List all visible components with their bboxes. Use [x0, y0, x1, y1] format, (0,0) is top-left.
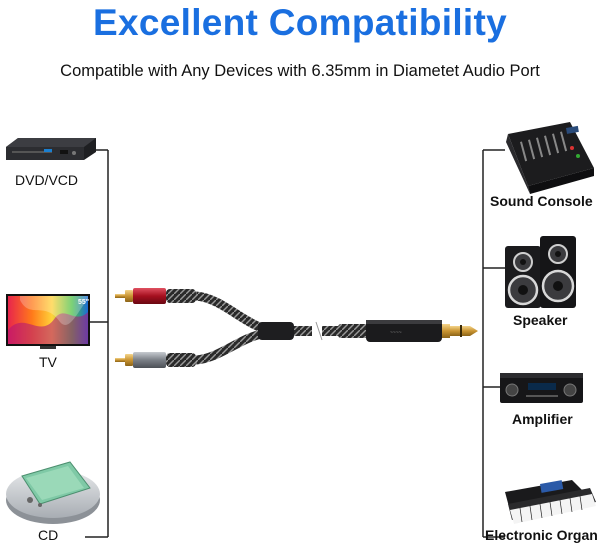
device-label-sound-console: Sound Console — [490, 193, 593, 209]
device-label-electronic-organ: Electronic Organ — [485, 527, 598, 543]
device-label-tv: TV — [39, 354, 57, 370]
dvd-player-icon — [6, 138, 96, 160]
mixer-console-icon — [506, 122, 594, 194]
keyboard-icon — [505, 480, 596, 524]
tv-size-badge: 55" — [78, 299, 89, 306]
speaker-icon — [505, 236, 576, 308]
device-label-cd: CD — [38, 527, 59, 543]
page-title: Excellent Compatibility — [93, 2, 507, 43]
rca-red-plug — [115, 288, 196, 304]
braided-cable — [195, 291, 340, 365]
amplifier-icon — [500, 373, 583, 403]
device-label-speaker: Speaker — [513, 312, 568, 328]
page-subtitle: Compatible with Any Devices with 6.35mm … — [60, 62, 540, 80]
cd-player-icon — [6, 461, 100, 524]
rca-gray-plug — [115, 352, 196, 368]
svg-text:~~~~: ~~~~ — [390, 330, 402, 336]
device-label-amplifier: Amplifier — [512, 411, 573, 427]
trs-6-35mm-plug: ~~~~ — [338, 320, 478, 342]
device-label-dvd: DVD/VCD — [15, 172, 79, 188]
tv-icon: 55" — [6, 294, 90, 349]
